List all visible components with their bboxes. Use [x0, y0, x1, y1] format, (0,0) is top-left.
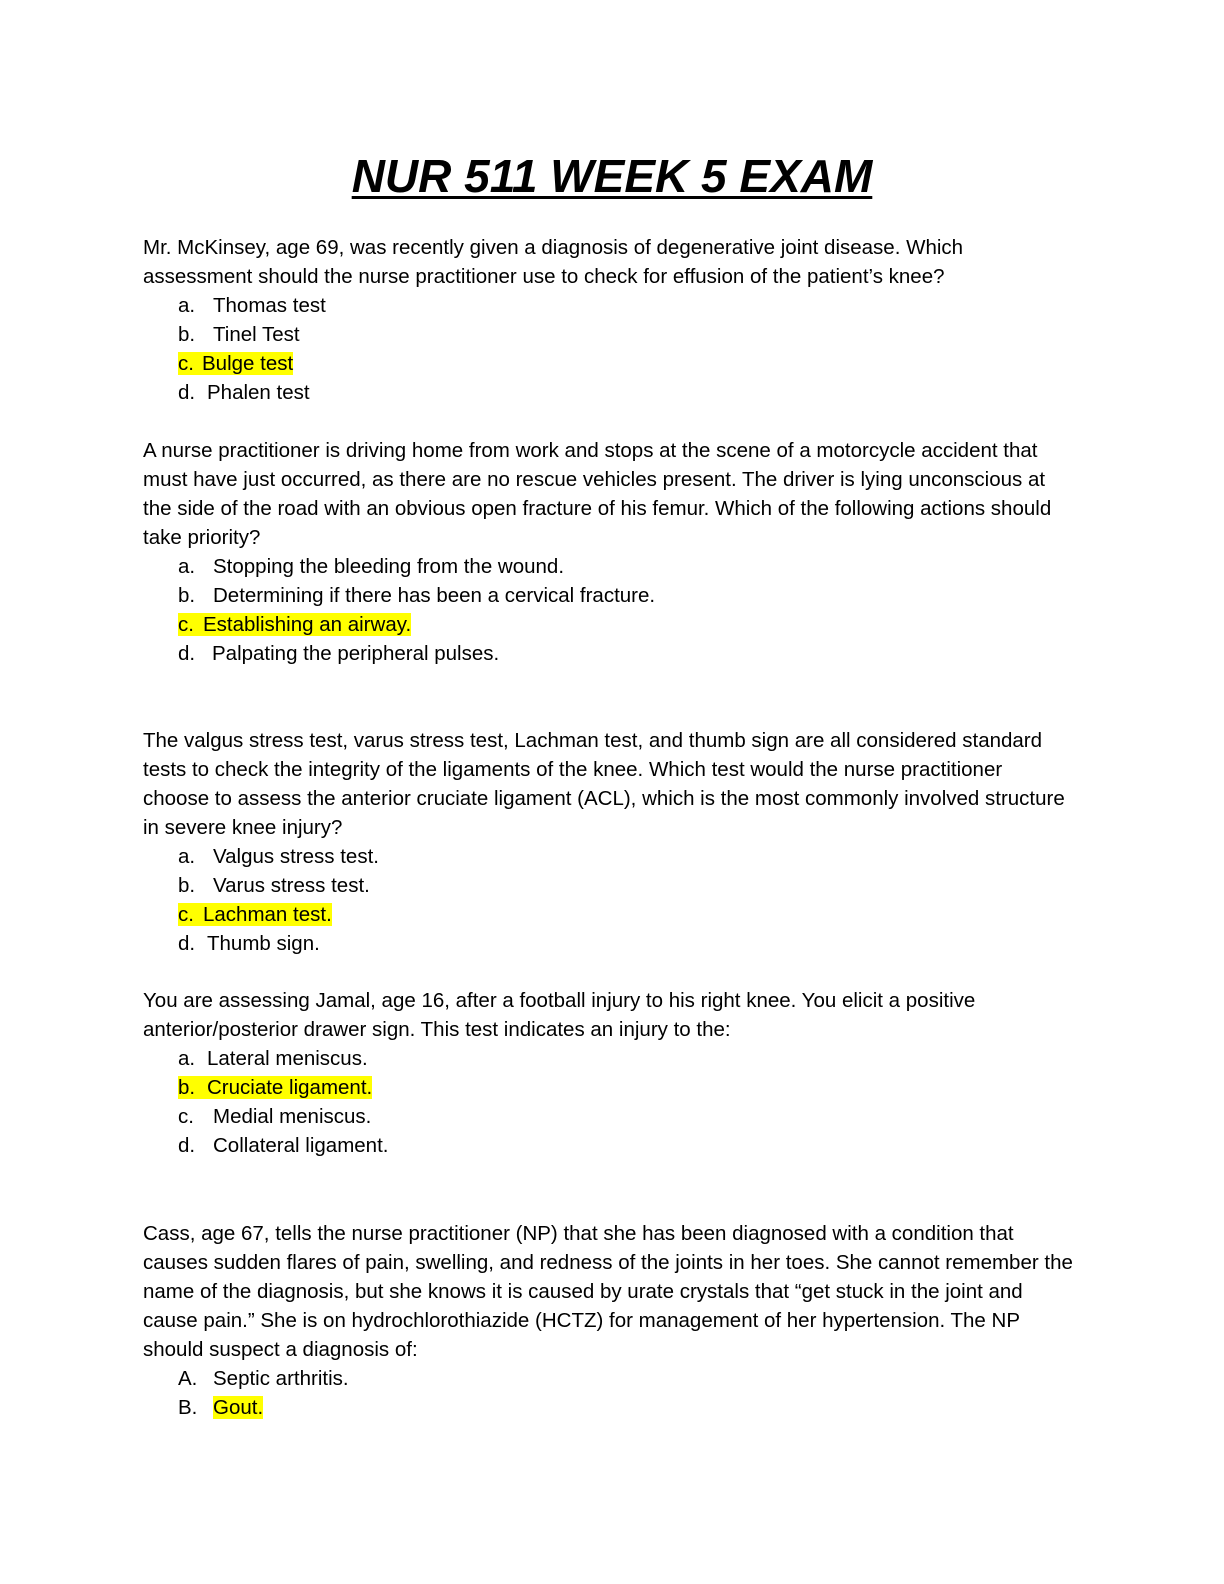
- answer-option-a: a.Stopping the bleeding from the wound.: [178, 555, 565, 578]
- answer-option-c: c.Bulge test: [178, 349, 1073, 378]
- answer-option-c: c.Lachman test.: [178, 900, 1073, 929]
- answer-options: a.Lateral meniscus. b.Cruciate ligament.…: [143, 1044, 1073, 1160]
- question-stem: Mr. McKinsey, age 69, was recently given…: [143, 236, 964, 288]
- question-1: Mr. McKinsey, age 69, was recently given…: [143, 233, 1073, 407]
- answer-option-a: a.Thomas test: [178, 294, 326, 317]
- question-stem: You are assessing Jamal, age 16, after a…: [143, 989, 976, 1041]
- answer-options: a.Thomas test b.Tinel Test c.Bulge test …: [143, 291, 1073, 407]
- answer-option-c: c.Medial meniscus.: [178, 1105, 372, 1128]
- highlighted-answer: c.Lachman test.: [178, 903, 332, 926]
- question-4: You are assessing Jamal, age 16, after a…: [143, 986, 1073, 1160]
- answer-option-b: b.Cruciate ligament.: [178, 1073, 1073, 1102]
- answer-option-c: c.Establishing an airway.: [178, 610, 1073, 639]
- highlighted-answer: c.Establishing an airway.: [178, 613, 412, 636]
- answer-options: a.Stopping the bleeding from the wound. …: [143, 552, 1073, 668]
- answer-option-d: d.Phalen test: [178, 381, 310, 404]
- answer-option-b: b.Determining if there has been a cervic…: [178, 584, 656, 607]
- page-title: NUR 511 WEEK 5 EXAM: [0, 148, 1224, 204]
- answer-option-a: a.Lateral meniscus.: [178, 1047, 368, 1070]
- question-2: A nurse practitioner is driving home fro…: [143, 436, 1073, 668]
- highlighted-answer: Gout.: [213, 1396, 264, 1419]
- answer-option-b: B.Gout.: [178, 1396, 264, 1419]
- answer-option-a: A.Septic arthritis.: [178, 1367, 349, 1390]
- answer-option-b: b.Varus stress test.: [178, 874, 370, 897]
- answer-options: A.Septic arthritis. B.Gout.: [143, 1364, 1073, 1422]
- answer-options: a.Valgus stress test. b.Varus stress tes…: [143, 842, 1073, 958]
- answer-option-b: b.Tinel Test: [178, 323, 300, 346]
- answer-option-d: d.Collateral ligament.: [178, 1134, 389, 1157]
- question-5: Cass, age 67, tells the nurse practition…: [143, 1219, 1073, 1422]
- answer-option-a: a.Valgus stress test.: [178, 845, 379, 868]
- answer-option-d: d.Palpating the peripheral pulses.: [178, 642, 500, 665]
- highlighted-answer: b.Cruciate ligament.: [178, 1076, 373, 1099]
- question-3: The valgus stress test, varus stress tes…: [143, 726, 1073, 958]
- highlighted-answer: c.Bulge test: [178, 352, 294, 375]
- answer-option-d: d.Thumb sign.: [178, 932, 320, 955]
- question-stem: Cass, age 67, tells the nurse practition…: [143, 1222, 1073, 1361]
- question-stem: A nurse practitioner is driving home fro…: [143, 439, 1052, 549]
- page-title-text: NUR 511 WEEK 5 EXAM: [351, 150, 873, 202]
- question-stem: The valgus stress test, varus stress tes…: [143, 729, 1065, 839]
